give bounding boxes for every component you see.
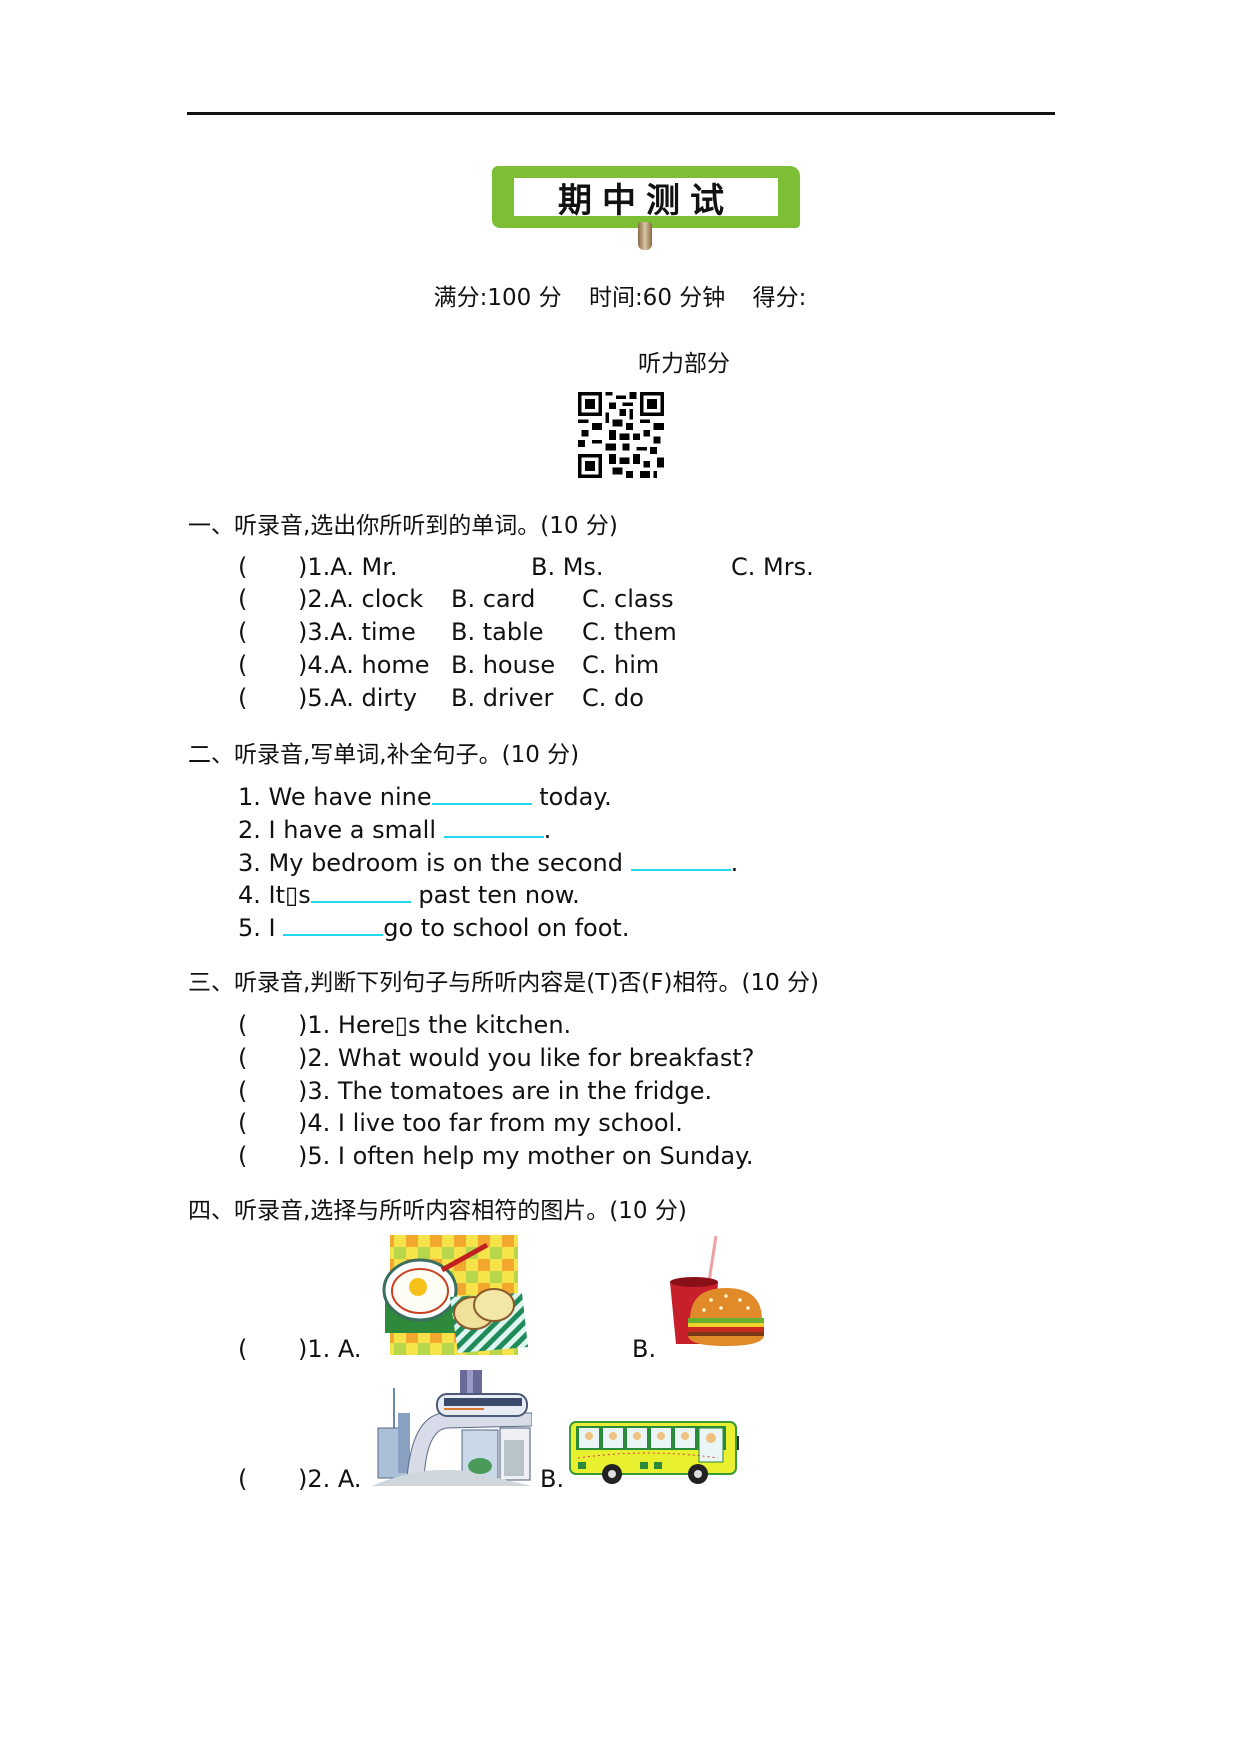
- tf-statement: )5. I often help my mother on Sunday.: [298, 1142, 754, 1170]
- tf-statement: )4. I live too far from my school.: [298, 1109, 683, 1137]
- question-option-c: C. Mrs.: [731, 553, 814, 581]
- answer-paren[interactable]: (: [238, 684, 248, 712]
- answer-paren[interactable]: (: [238, 618, 248, 646]
- question-option-b: B. table: [451, 618, 544, 646]
- question-option-c: C. them: [582, 618, 677, 646]
- listening-part-title: 听力部分: [638, 351, 730, 377]
- question-option-b: B. driver: [451, 684, 554, 712]
- tf-statement: )2. What would you like for breakfast?: [298, 1044, 755, 1072]
- question-option-a: )2.A. clock: [298, 585, 424, 613]
- answer-paren[interactable]: (: [238, 1465, 248, 1493]
- fill-sentence-5: 5. I go to school on foot.: [238, 914, 629, 942]
- option-b-label: B.: [632, 1335, 657, 1363]
- light-rail-city-image: [372, 1368, 533, 1486]
- hamburger-cola-image: [666, 1232, 766, 1348]
- question-option-c: C. do: [582, 684, 644, 712]
- exam-title-sign: 期中测试: [492, 162, 800, 252]
- question-option-b: B. card: [451, 585, 536, 613]
- answer-paren[interactable]: (: [238, 651, 248, 679]
- section-3-heading: 三、听录音,判断下列句子与所听内容是(T)否(F)相符。(10 分): [188, 970, 820, 996]
- sentence-text: 5. I: [238, 914, 284, 942]
- section-1-heading: 一、听录音,选出你所听到的单词。(10 分): [188, 513, 618, 539]
- time-limit: 时间:60 分钟: [588, 285, 726, 311]
- sentence-text: 2. I have a small: [238, 816, 444, 844]
- sentence-text: go to school on foot.: [383, 914, 630, 942]
- answer-paren[interactable]: (: [238, 553, 248, 581]
- fill-sentence-4: 4. It▯s past ten now.: [238, 881, 580, 909]
- tf-statement: )3. The tomatoes are in the fridge.: [298, 1077, 713, 1105]
- sign-post-icon: [638, 222, 652, 250]
- tf-statement: )1. Here▯s the kitchen.: [298, 1011, 572, 1039]
- fried-egg-breakfast-image: [382, 1235, 528, 1355]
- exam-title: 期中测试: [512, 176, 780, 221]
- fill-sentence-2: 2. I have a small .: [238, 816, 551, 844]
- question-option-a: )1.A. Mr.: [298, 553, 398, 581]
- question-option-c: C. class: [582, 585, 674, 613]
- sentence-text: past ten now.: [410, 881, 580, 909]
- sentence-text: .: [543, 816, 552, 844]
- option-b-label: B.: [540, 1465, 565, 1493]
- sentence-text: .: [730, 849, 739, 877]
- question-option-a: )5.A. dirty: [298, 684, 417, 712]
- answer-blank[interactable]: [443, 816, 544, 838]
- answer-paren[interactable]: (: [238, 1077, 248, 1105]
- header-rule: [187, 112, 1055, 115]
- answer-blank[interactable]: [431, 783, 532, 805]
- answer-paren[interactable]: (: [238, 1142, 248, 1170]
- answer-paren[interactable]: (: [238, 1044, 248, 1072]
- question-option-a: )3.A. time: [298, 618, 416, 646]
- score-field: 得分:: [752, 285, 807, 311]
- sentence-text: 3. My bedroom is on the second: [238, 849, 631, 877]
- question-option-b: B. Ms.: [531, 553, 604, 581]
- answer-paren[interactable]: (: [238, 1011, 248, 1039]
- answer-blank[interactable]: [630, 849, 731, 871]
- question-option-c: C. him: [582, 651, 660, 679]
- sentence-text: 1. We have nine: [238, 783, 432, 811]
- section-4-heading: 四、听录音,选择与所听内容相符的图片。(10 分): [188, 1198, 687, 1224]
- question-option-a-label: )1. A.: [298, 1335, 362, 1363]
- sentence-text: 4. It▯s: [238, 881, 311, 909]
- qr-code-icon[interactable]: [578, 392, 664, 478]
- full-marks: 满分:100 分: [433, 285, 562, 311]
- fill-sentence-3: 3. My bedroom is on the second .: [238, 849, 738, 877]
- answer-paren[interactable]: (: [238, 1109, 248, 1137]
- answer-blank[interactable]: [283, 914, 384, 936]
- fill-sentence-1: 1. We have nine today.: [238, 783, 612, 811]
- section-2-heading: 二、听录音,写单词,补全句子。(10 分): [188, 742, 580, 768]
- school-bus-image: [568, 1418, 744, 1490]
- score-line: 满分:100 分 时间:60 分钟 得分:: [0, 278, 1240, 312]
- answer-paren[interactable]: (: [238, 585, 248, 613]
- question-option-a-label: )2. A.: [298, 1465, 362, 1493]
- question-option-a: )4.A. home: [298, 651, 430, 679]
- question-option-b: B. house: [451, 651, 556, 679]
- answer-paren[interactable]: (: [238, 1335, 248, 1363]
- sentence-text: today.: [531, 783, 612, 811]
- answer-blank[interactable]: [310, 881, 411, 903]
